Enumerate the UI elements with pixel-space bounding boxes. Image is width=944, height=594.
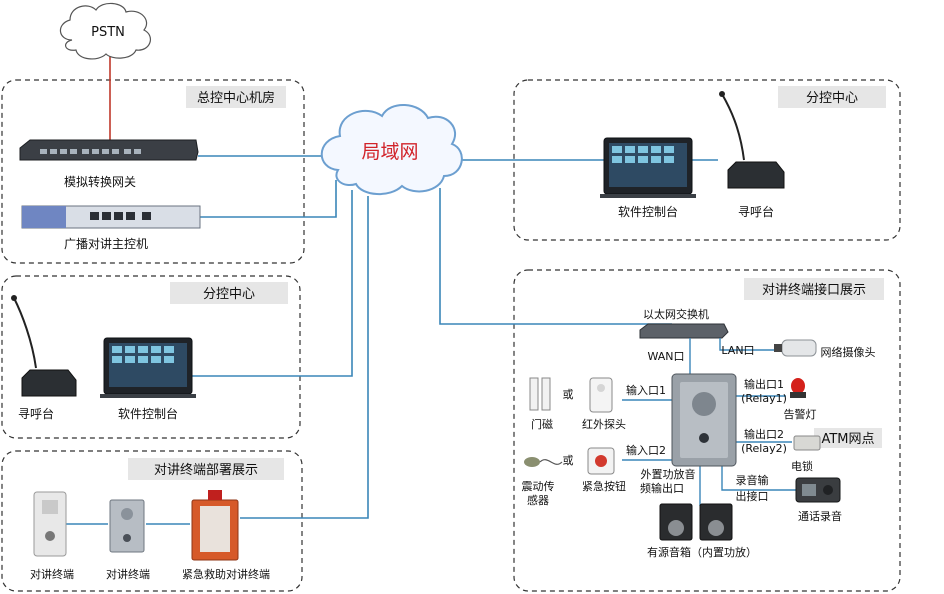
ethernet-switch: 以太网交换机 [639,307,729,339]
paging-left: 寻呼台 [11,295,77,421]
lan-label: 局域网 [361,141,418,163]
interface-link [439,188,672,325]
input2-label: 输入口2 [626,443,666,457]
pstn-cloud: PSTN [59,2,152,60]
host-label: 广播对讲主控机 [64,236,148,251]
gateway-label: 模拟转换网关 [64,174,136,189]
terminal-deploy-link [240,196,369,519]
zone-title-terminal-interface: 对讲终端接口展示 [762,282,866,298]
host-ports [90,212,151,220]
terminal-3-label: 紧急救助对讲终端 [182,567,270,581]
rec-label-b: 出接口 [736,489,769,503]
switch-label: 以太网交换机 [643,307,709,321]
network-camera: 网络摄像头 [774,339,876,359]
emergency-button-label: 紧急按钮 [582,479,626,493]
zone-title-terminal-deploy: 对讲终端部署展示 [154,462,258,478]
vib-sensor-label-a: 震动传 [522,480,555,493]
analog-gateway: 模拟转换网关 [19,139,199,189]
terminal-3: 紧急救助对讲终端 [182,490,270,581]
interface-wires [622,338,796,506]
terminal-1: 对讲终端 [30,491,74,581]
vibration-sensor: 震动传 感器 [522,457,563,507]
network-wires [62,52,718,525]
rec-label-a: 录音输 [736,473,769,487]
zone-sub-center-right: 分控中心 [513,79,901,241]
ext-amp-label-a: 外置功放音 [641,467,696,481]
input1-label: 输入口1 [626,383,666,397]
wan-label: WAN口 [647,350,684,363]
alarm-light-label: 告警灯 [784,407,817,421]
intercom-unit [671,373,737,467]
output1-label: 输出口1 [744,377,784,391]
or-label-1: 或 [563,388,574,401]
lan-cloud: 局域网 [320,103,463,195]
elock-label: 电锁 [791,459,813,473]
broadcast-host: 广播对讲主控机 [21,205,201,251]
zone-title-control-room: 总控中心机房 [197,90,275,106]
console-right-label: 软件控制台 [618,204,678,219]
console-left: 软件控制台 [100,337,196,421]
relay1-label: (Relay1) [741,392,787,405]
paging-left-label: 寻呼台 [18,406,54,421]
paging-right-label: 寻呼台 [738,204,774,219]
camera-label: 网络摄像头 [821,345,876,359]
ext-amp-label-b: 频输出口 [640,481,684,495]
console-right: 软件控制台 [600,137,696,219]
zone-control-room: 总控中心机房 [1,79,305,264]
gateway-ports [40,149,141,154]
console-screen-tiles [612,146,674,163]
zone-tab [170,282,288,304]
zone-terminal-interface: 对讲终端接口展示 [513,269,901,592]
zone-tab [778,86,886,108]
ir-probe: 红外探头 [582,377,626,431]
console-screen-tiles [112,346,174,363]
call-recorder: 通话录音 [795,477,842,523]
door-sensor-label: 门磁 [531,417,553,431]
speaker-label: 有源音箱（内置功放） [647,545,757,559]
atm-tag: ATM网点 [814,428,882,448]
atm-label: ATM网点 [821,432,874,447]
terminal-2: 对讲终端 [106,499,150,581]
ir-probe-label: 红外探头 [582,418,626,431]
active-speakers: 有源音箱（内置功放） [647,503,757,559]
host-link [200,180,337,218]
terminal-1-label: 对讲终端 [30,567,74,581]
emergency-button: 紧急按钮 [582,447,626,493]
sub-center-left-link [190,190,353,377]
electric-lock: 电锁 [791,435,821,473]
zone-terminal-deploy: 对讲终端部署展示 [1,450,303,592]
call-recorder-label: 通话录音 [798,509,842,523]
vib-sensor-label-b: 感器 [527,494,549,507]
zone-title-sub-center-left: 分控中心 [203,287,255,302]
lan-port-label: LAN口 [721,344,754,357]
paging-right: 寻呼台 [719,91,785,219]
alarm-light: 告警灯 [784,378,817,421]
zone-tab [128,458,284,480]
door-sensor: 门磁 [529,377,553,431]
zone-sub-center-left: 分控中心 [1,275,301,439]
zone-tab [744,278,884,300]
terminal-2-label: 对讲终端 [106,567,150,581]
or-label-2: 或 [563,454,574,467]
pstn-label: PSTN [91,25,125,40]
zone-tab [186,86,286,108]
output2-label: 输出口2 [744,427,784,441]
relay2-label: (Relay2) [741,442,787,455]
console-left-label: 软件控制台 [118,406,178,421]
zone-title-sub-center-right: 分控中心 [806,91,858,106]
